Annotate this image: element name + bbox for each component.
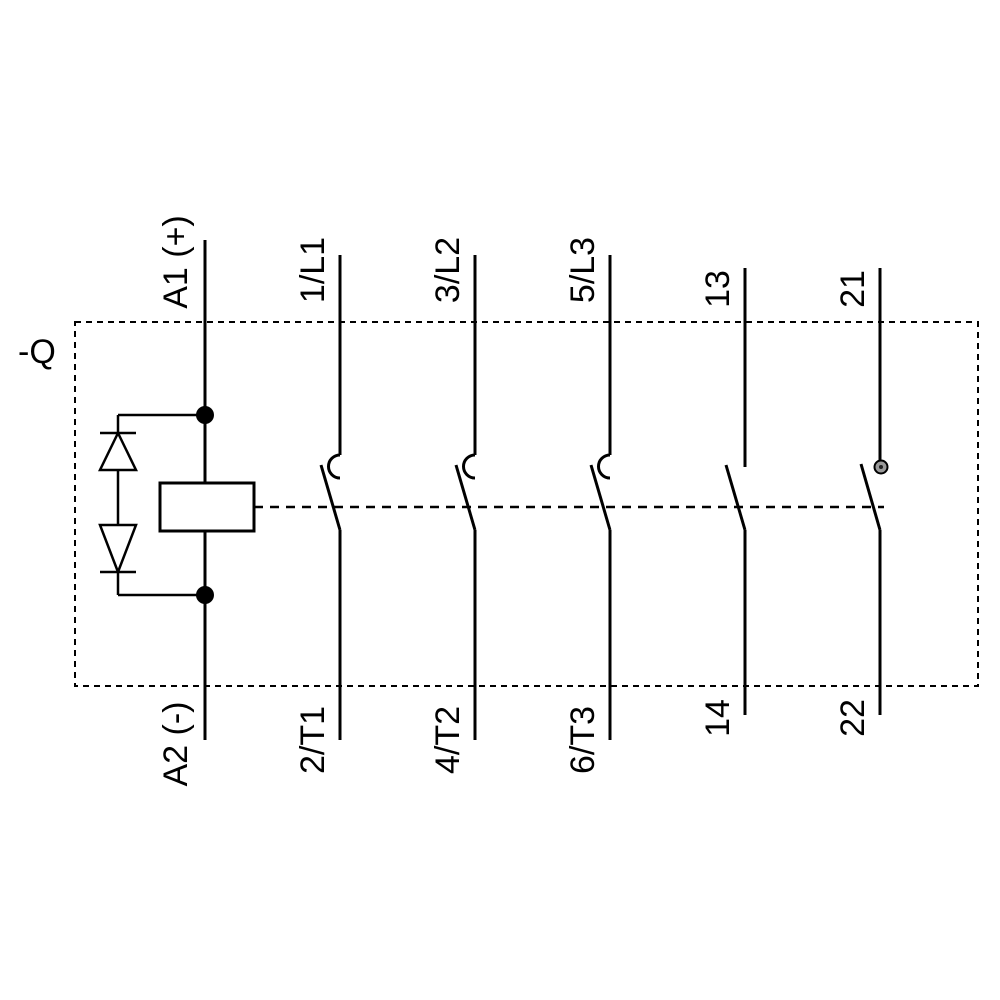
device-label: -Q xyxy=(18,333,56,371)
pole1-moving-contact xyxy=(319,464,342,531)
pole3-moving-contact xyxy=(589,464,612,531)
terminal-label-3l2: 3/L2 xyxy=(429,237,467,303)
pole2-fixed-contact-arc xyxy=(462,453,476,480)
surge-suppressor-branch xyxy=(98,413,205,597)
diode-icon-bottom xyxy=(98,523,138,576)
coil-symbol xyxy=(158,481,256,533)
terminal-label-21: 21 xyxy=(834,270,872,308)
terminal-label-5l3: 5/L3 xyxy=(564,237,602,303)
terminal-label-1l1: 1/L1 xyxy=(294,237,332,303)
device-boundary xyxy=(74,321,979,687)
main-pole-2 xyxy=(454,255,477,740)
pole2-moving-contact xyxy=(454,464,477,531)
main-pole-1 xyxy=(319,255,342,740)
nc-contact-dot-center xyxy=(879,465,883,469)
terminal-label-13: 13 xyxy=(699,270,737,308)
diode-icon-top xyxy=(98,430,138,472)
aux-no-moving-contact xyxy=(724,464,747,531)
terminal-label-a2: A2 (-) xyxy=(157,702,195,787)
terminal-label-2t1: 2/T1 xyxy=(294,706,332,774)
aux-nc-contact xyxy=(859,268,889,715)
coil-branch xyxy=(158,240,256,740)
terminal-label-6t3: 6/T3 xyxy=(564,706,602,774)
main-pole-3 xyxy=(589,255,612,740)
terminal-label-14: 14 xyxy=(699,699,737,737)
terminal-label-a1: A1 (+) xyxy=(157,215,195,309)
pole3-fixed-contact-arc xyxy=(597,453,611,480)
terminal-label-4t2: 4/T2 xyxy=(429,706,467,774)
aux-nc-moving-contact xyxy=(859,463,882,531)
aux-no-contact xyxy=(724,268,747,715)
terminal-label-22: 22 xyxy=(834,699,872,737)
pole1-fixed-contact-arc xyxy=(327,453,341,480)
